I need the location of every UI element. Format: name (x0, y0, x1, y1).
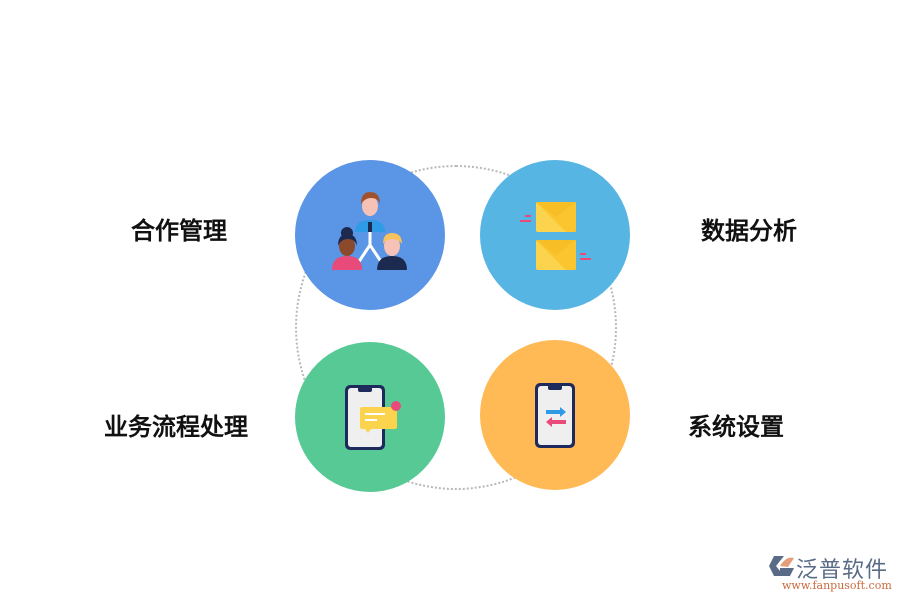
people-hierarchy-icon (332, 192, 407, 270)
phone-notification-icon (345, 385, 401, 450)
dotted-connector-ring (295, 165, 617, 490)
node-cooperation (295, 160, 445, 310)
node-data-analysis (480, 160, 630, 310)
logo-mark-icon (769, 556, 794, 576)
brand-logo: 泛普软件 www.fanpusoft.com (768, 552, 898, 596)
label-settings: 系统设置 (688, 413, 784, 441)
envelopes-icon (520, 202, 591, 270)
phone-transfer-icon (535, 383, 575, 448)
label-cooperation: 合作管理 (131, 217, 227, 245)
label-workflow: 业务流程处理 (104, 413, 248, 441)
logo-name: 泛普软件 (796, 558, 889, 583)
label-data-analysis: 数据分析 (701, 217, 797, 245)
node-settings (480, 340, 630, 490)
node-workflow (295, 342, 445, 492)
logo-url: www.fanpusoft.com (782, 579, 892, 592)
